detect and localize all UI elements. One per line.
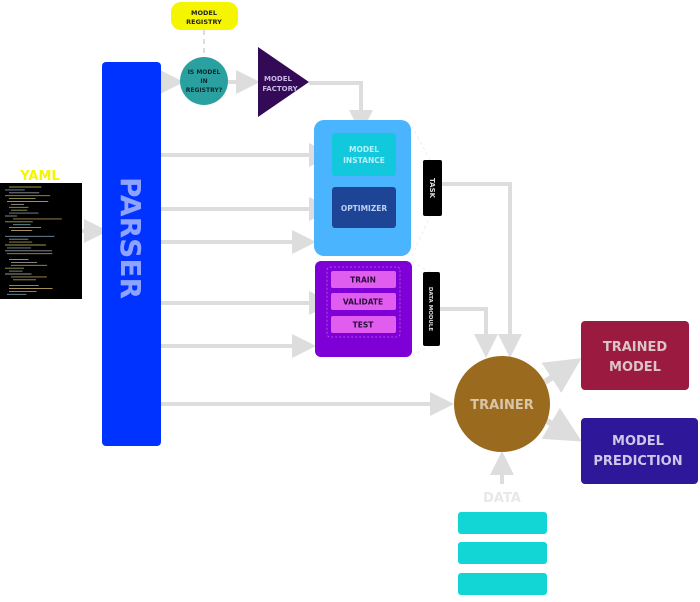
registry-check-circle: [180, 57, 228, 105]
data-split-train-box: [331, 271, 396, 288]
data-split-validate-box: [331, 293, 396, 310]
task-group: MODEL INSTANCE OPTIMIZER TASK: [314, 120, 442, 256]
arrow-data-module-to-trainer: [440, 307, 498, 358]
trained-model-line1: TRAINED: [603, 340, 668, 355]
trainer-circle: [454, 356, 550, 452]
task-tag-label: TASK: [428, 178, 436, 199]
model-registry-cylinder: [171, 2, 238, 30]
data-splits-dashed-frame: [326, 266, 401, 338]
connectors: [82, 30, 582, 484]
model-instance-line1: MODEL: [349, 145, 379, 154]
model-factory-line1: MODEL: [264, 75, 293, 83]
optimizer-box: [332, 187, 396, 228]
data-module-group: TRAIN VALIDATE TEST DATA MODULE: [315, 261, 440, 357]
task-tag: [423, 160, 442, 216]
data-split-validate-label: VALIDATE: [343, 298, 383, 307]
data-bar-3: [458, 573, 547, 595]
model-registry: MODEL REGISTRY: [171, 2, 238, 30]
task-bracket: [411, 125, 431, 257]
yaml-block: YAML: [0, 169, 82, 299]
yaml-code-lines: [5, 186, 62, 295]
model-prediction-line1: MODEL: [612, 434, 664, 449]
model-factory-triangle: [258, 47, 309, 117]
model-prediction-line2: PREDICTION: [593, 454, 682, 469]
optimizer-label: OPTIMIZER: [341, 204, 388, 213]
arrow-factory-to-model-instance: [309, 81, 373, 134]
registry-check-line1: IS MODEL: [188, 69, 221, 76]
model-prediction-box: [581, 418, 698, 484]
data-module-tag: [423, 272, 440, 346]
arrow-task-to-trainer: [442, 182, 522, 358]
registry-check-line2: IN: [200, 78, 207, 85]
arrow-trainer-to-trained-model: [541, 358, 582, 393]
trainer-label: TRAINER: [470, 398, 534, 413]
arrow-trainer-to-model-prediction: [541, 407, 582, 442]
data-source: DATA: [458, 491, 547, 595]
trained-model-box: [581, 321, 689, 390]
parser: PARSER: [102, 62, 161, 446]
data-module-tag-label: DATA MODULE: [427, 287, 433, 332]
trained-model: TRAINED MODEL: [581, 321, 689, 390]
parser-block: [102, 62, 161, 446]
data-bar-2: [458, 542, 547, 564]
data-label: DATA: [483, 491, 521, 506]
trained-model-line2: MODEL: [609, 360, 661, 375]
parser-label: PARSER: [114, 177, 147, 299]
model-prediction: MODEL PREDICTION: [581, 418, 698, 484]
data-splits: TRAIN VALIDATE TEST: [331, 271, 396, 333]
model-factory: MODEL FACTORY: [258, 47, 309, 117]
model-factory-line2: FACTORY: [262, 85, 298, 93]
data-split-test-label: TEST: [353, 321, 375, 330]
model-registry-line2: REGISTRY: [186, 18, 222, 26]
data-split-train-label: TRAIN: [350, 276, 376, 285]
model-instance-box: [332, 133, 396, 176]
model-instance-line2: INSTANCE: [343, 156, 385, 165]
data-split-test-box: [331, 316, 396, 333]
yaml-code-panel: [0, 183, 82, 299]
registry-check-line3: REGISTRY?: [186, 87, 223, 94]
model-registry-line1: MODEL: [191, 9, 217, 17]
yaml-title: YAML: [19, 169, 59, 184]
trainer: TRAINER: [454, 356, 550, 452]
registry-check: IS MODEL IN REGISTRY?: [180, 57, 228, 105]
data-bar-1: [458, 512, 547, 534]
